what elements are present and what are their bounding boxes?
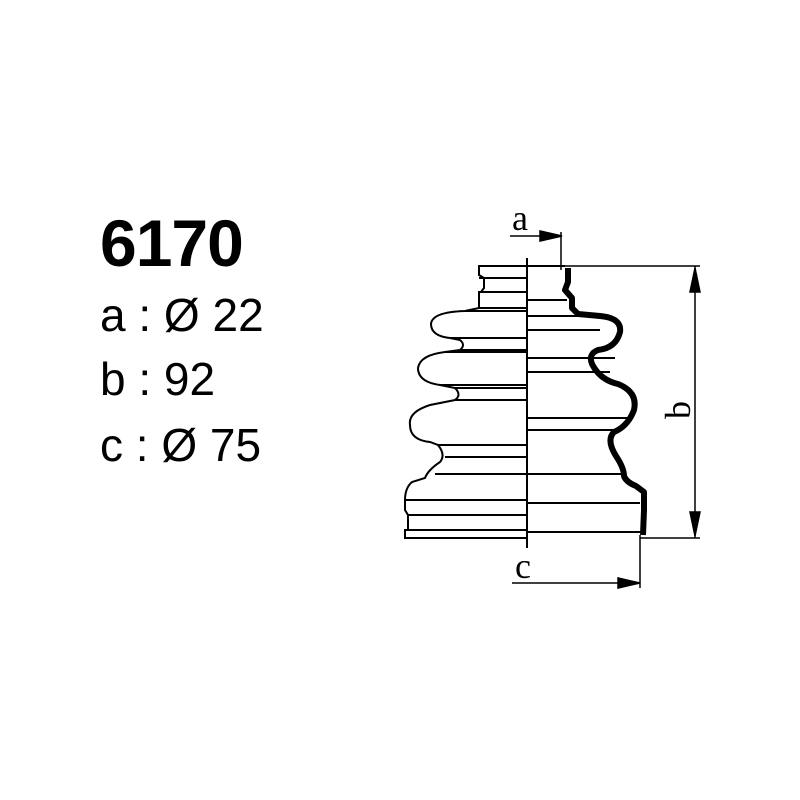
part-number: 6170 — [100, 206, 244, 280]
label-c: c — [515, 546, 531, 586]
dimension-lines — [510, 230, 701, 589]
arrow-b-bottom-icon — [689, 511, 701, 537]
arrow-a-icon — [539, 230, 563, 242]
spec-c: c : Ø 75 — [100, 419, 262, 471]
label-b: b — [658, 401, 698, 419]
boot-wall-section — [562, 268, 647, 536]
spec-b: b : 92 — [100, 353, 216, 405]
label-a: a — [512, 198, 528, 238]
spec-a: a : Ø 22 — [100, 289, 264, 341]
boot-right-section-lines — [527, 265, 642, 533]
arrow-c-icon — [617, 577, 641, 589]
boot-left-outline — [404, 265, 527, 539]
arrow-b-top-icon — [689, 267, 701, 293]
